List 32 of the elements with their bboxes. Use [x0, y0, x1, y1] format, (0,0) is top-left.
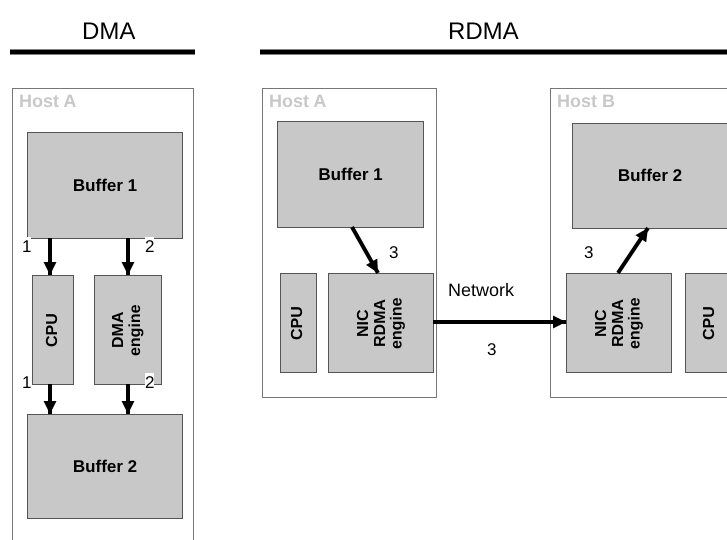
arrow — [122, 238, 134, 275]
host-panel — [550, 88, 727, 398]
arrow — [122, 384, 134, 414]
component-label: CPU — [290, 305, 307, 342]
arrow — [44, 384, 56, 414]
component-box — [32, 275, 74, 385]
buffer-box — [27, 132, 183, 239]
arrow — [433, 316, 566, 328]
arrow — [350, 226, 380, 274]
component-label: DMA engine — [111, 303, 145, 358]
component-label: Buffer 1 — [318, 164, 383, 184]
host-panel — [262, 88, 437, 398]
component-label: NIC RDMA engine — [356, 296, 406, 351]
component-label: CPU — [702, 305, 718, 342]
network-label: Network — [448, 280, 514, 301]
component-label: Buffer 1 — [72, 176, 138, 196]
buffer-box — [572, 123, 727, 229]
buffer-box — [277, 121, 424, 228]
arrow — [44, 238, 56, 275]
section-heading: RDMA — [448, 18, 519, 46]
component-box — [280, 273, 317, 373]
arrow — [616, 226, 650, 274]
component-label: CPU — [44, 312, 62, 349]
host-panel — [12, 88, 194, 540]
component-box — [328, 273, 434, 373]
component-label: Buffer 2 — [618, 166, 682, 186]
component-box — [566, 273, 672, 373]
component-box — [685, 273, 727, 373]
buffer-box — [27, 414, 183, 519]
component-label: Buffer 2 — [72, 456, 138, 476]
component-label: NIC RDMA engine — [594, 296, 644, 351]
section-heading: DMA — [82, 18, 136, 46]
